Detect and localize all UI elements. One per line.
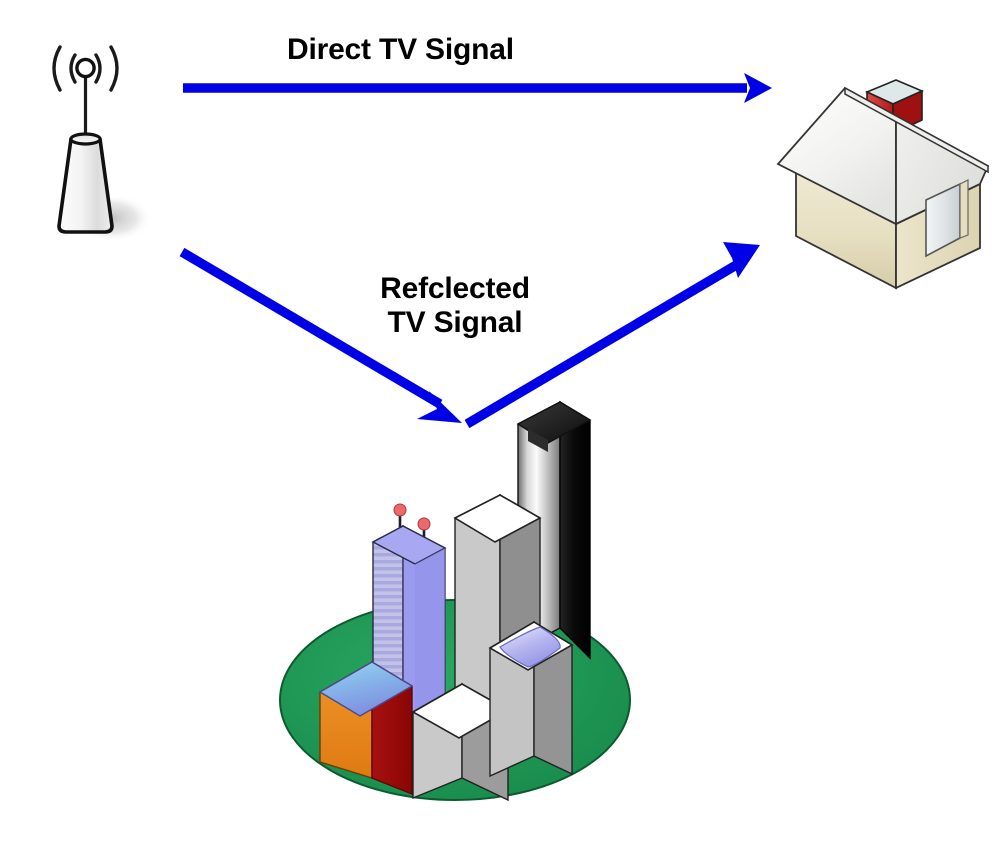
dome-building xyxy=(488,620,574,778)
antenna-hub-icon xyxy=(75,57,96,79)
orange-building-top xyxy=(318,661,414,717)
orange-red-building xyxy=(318,660,414,796)
reflected-signal-label-line1: Refclected xyxy=(380,272,530,305)
antenna-signal-waves-icon xyxy=(52,45,119,92)
reflected-signal-up-arrow xyxy=(464,242,760,429)
receiver-house xyxy=(776,79,990,290)
antenna-tower-cap xyxy=(69,132,102,146)
reflected-signal-label-line2: TV Signal xyxy=(387,305,523,339)
house-roof-ridge xyxy=(844,86,989,174)
twin-tower-top xyxy=(371,525,447,565)
direct-signal-arrow xyxy=(183,73,772,103)
city-skyline xyxy=(279,400,631,802)
black-tower-right-face xyxy=(559,400,591,660)
transmitter-antenna xyxy=(52,45,152,242)
reflected-signal-down-arrow xyxy=(179,247,462,423)
house-door xyxy=(925,179,969,258)
direct-signal-label: Direct TV Signal xyxy=(287,33,514,66)
building-dome-icon xyxy=(499,626,561,668)
black-tower-inner-wall xyxy=(528,429,548,452)
antenna-tower-body xyxy=(57,137,114,234)
